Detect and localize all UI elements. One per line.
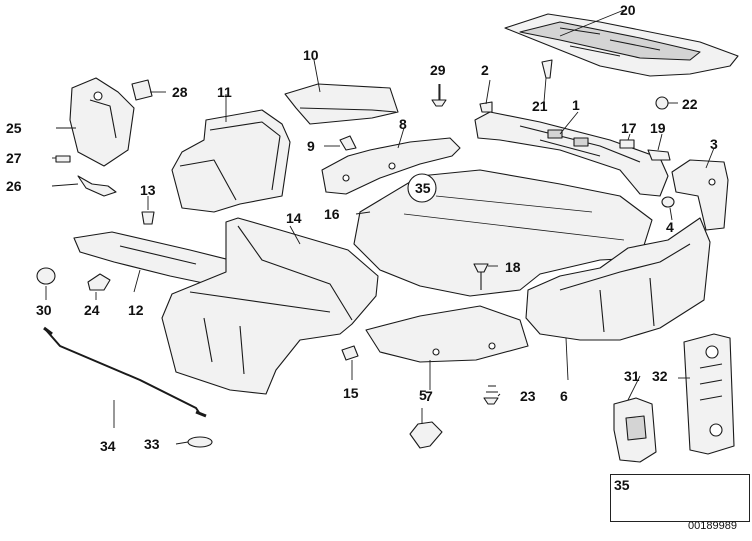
- part-20-rear-shelf: [504, 13, 739, 77]
- inset-35-label: 35: [614, 477, 630, 493]
- callout-16: 16: [324, 206, 340, 222]
- part-26-cable: [77, 175, 117, 197]
- callout-32: 32: [652, 368, 668, 384]
- callout-17: 17: [621, 120, 637, 136]
- leader-lines: [45, 9, 715, 445]
- callout-5: 5: [419, 387, 427, 403]
- part-3-bracket: [671, 159, 729, 231]
- callout-35-circled: 35: [415, 180, 431, 196]
- diagram-id: 00189989: [688, 520, 737, 532]
- part-13-fastener: [141, 211, 155, 225]
- part-4-clip: [661, 196, 675, 208]
- part-29-screw: [431, 84, 447, 107]
- callout-33: 33: [144, 436, 160, 452]
- callout-6: 6: [560, 388, 568, 404]
- callout-34: 34: [100, 438, 116, 454]
- part-2-clip: [479, 101, 493, 113]
- part-22-plug: [655, 96, 669, 110]
- callout-14: 14: [286, 210, 302, 226]
- callout-circle-35: [407, 173, 437, 203]
- callout-15: 15: [343, 385, 359, 401]
- callout-8: 8: [399, 116, 407, 132]
- part-11-side-panel: [171, 109, 291, 213]
- callout-2: 2: [481, 62, 489, 78]
- part-23-spring: [483, 385, 499, 405]
- callout-19: 19: [650, 120, 666, 136]
- part-6-floor-housing: [525, 217, 711, 341]
- callout-7: 7: [425, 388, 433, 404]
- part-15-clip: [341, 345, 359, 361]
- part-5-plug: [409, 421, 443, 449]
- callout-23: 23: [520, 388, 536, 404]
- callout-4: 4: [666, 219, 674, 235]
- callout-3: 3: [710, 136, 718, 152]
- part-33-grommet: [187, 436, 213, 448]
- callout-12: 12: [128, 302, 144, 318]
- inset-35-box: 35: [610, 474, 750, 522]
- part-32-block: [683, 333, 735, 455]
- part-16-floor-mat: [353, 169, 653, 297]
- callout-20: 20: [620, 2, 636, 18]
- part-25-bracket: [69, 77, 135, 167]
- callout-1: 1: [572, 97, 580, 113]
- part-1-side-trim: [474, 111, 669, 197]
- callout-30: 30: [36, 302, 52, 318]
- part-34-rod: [43, 326, 207, 418]
- callout-29: 29: [430, 62, 446, 78]
- callout-21: 21: [532, 98, 548, 114]
- part-14-floor-tub: [161, 217, 379, 395]
- callout-22: 22: [682, 96, 698, 112]
- callout-26: 26: [6, 178, 22, 194]
- part-9-nut: [339, 135, 357, 151]
- callout-31: 31: [624, 368, 640, 384]
- callout-28: 28: [172, 84, 188, 100]
- part-21-screw: [541, 59, 553, 79]
- callout-11: 11: [217, 84, 232, 100]
- callout-24: 24: [84, 302, 100, 318]
- part-10-cover: [284, 83, 399, 125]
- callout-27: 27: [6, 150, 22, 166]
- callout-9: 9: [307, 138, 315, 154]
- part-24-cap: [87, 273, 111, 291]
- part-28-clip: [131, 79, 153, 101]
- part-7-well-cover: [365, 305, 529, 363]
- part-8-bracket: [321, 137, 461, 195]
- part-18-fastener: [473, 263, 489, 290]
- part-31-pad: [613, 397, 657, 463]
- part-17-clip: [619, 139, 635, 149]
- part-30-grommet: [36, 267, 56, 285]
- callout-13: 13: [140, 182, 156, 198]
- callout-10: 10: [303, 47, 319, 63]
- callout-25: 25: [6, 120, 22, 136]
- part-19-clip: [647, 149, 671, 161]
- callout-18: 18: [505, 259, 521, 275]
- part-27-clip: [55, 155, 71, 163]
